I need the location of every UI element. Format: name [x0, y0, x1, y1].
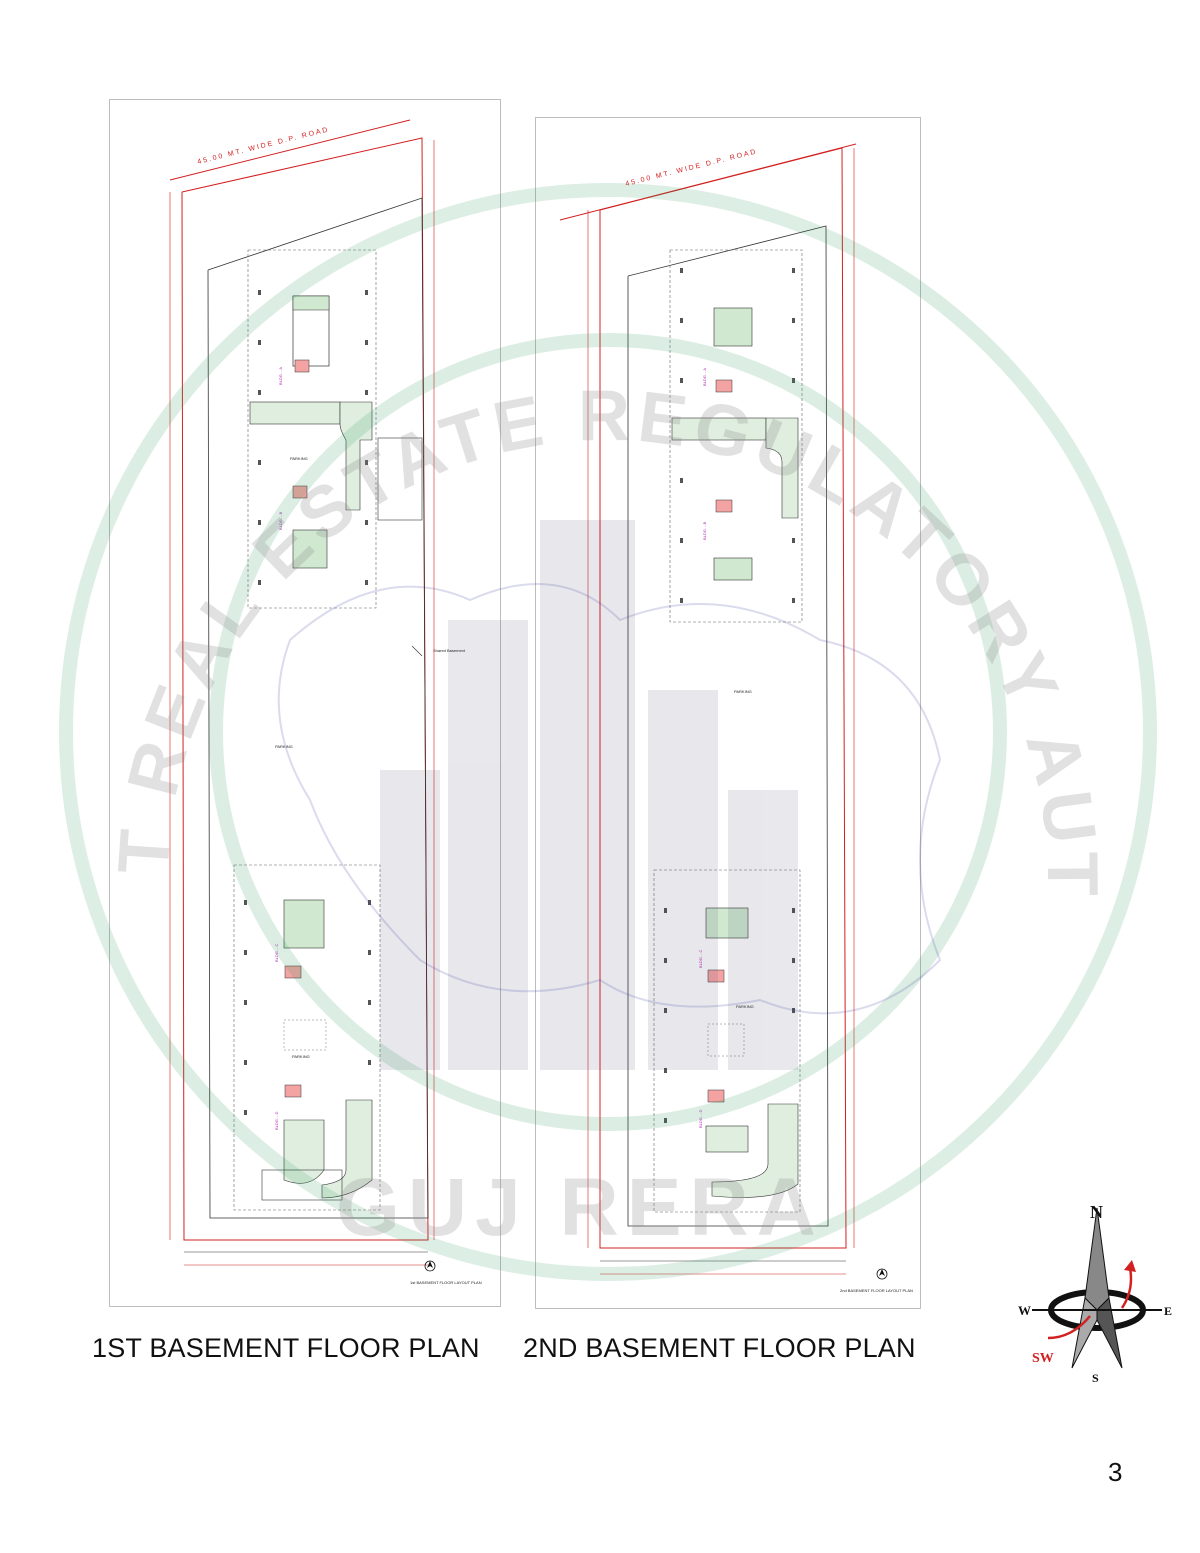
caption-1st-basement: 1ST BASEMENT FLOOR PLAN	[92, 1333, 480, 1363]
block-label-1c: BLDG. - C	[274, 943, 279, 962]
page-number: 3	[1108, 1457, 1123, 1487]
block-label-2a: BLDG. - A	[702, 368, 707, 386]
block-label-2b: BLDG. - B	[702, 521, 707, 540]
block-label-1a: BLDG. - A	[278, 367, 283, 385]
caption-2nd-basement: 2ND BASEMENT FLOOR PLAN	[523, 1333, 916, 1363]
compass-w: W	[1018, 1303, 1031, 1318]
parking-label-2-mid: PARKING	[734, 689, 752, 694]
floor-plan-1-svg: 45.00 MT. WIDE D.P. ROAD BLDG. - A BLDG.…	[169, 119, 482, 1285]
compass-s: S	[1092, 1371, 1099, 1383]
plan-drawing-2nd-basement: 45.00 MT. WIDE D.P. ROAD BLDG. - A BLDG.…	[535, 117, 921, 1309]
compass-rose-icon: N S W E SW	[1018, 1202, 1172, 1383]
floor-plan-2-svg: 45.00 MT. WIDE D.P. ROAD BLDG. - A BLDG.…	[559, 143, 913, 1293]
block-label-1d: BLDG. - D	[274, 1111, 279, 1130]
parking-label-1-bottom: PARKING	[292, 1054, 310, 1059]
compass-e: E	[1164, 1304, 1172, 1318]
compass-n: N	[1090, 1202, 1103, 1222]
parking-label-2-bottom: PARKING	[736, 1004, 754, 1009]
layout-title-1: 1st BASEMENT FLOOR LAYOUT PLAN	[410, 1280, 482, 1285]
block-label-1b: BLDG. - B	[278, 511, 283, 530]
compass-direction: SW	[1032, 1351, 1054, 1366]
road-label-2: 45.00 MT. WIDE D.P. ROAD	[625, 148, 758, 188]
block-label-2d: BLDG. - D	[698, 1109, 703, 1128]
shared-basement-note-1: Shared Basement	[433, 648, 466, 653]
parking-label-1-top: PARKING	[290, 456, 308, 461]
road-label-1: 45.00 MT. WIDE D.P. ROAD	[197, 126, 330, 166]
parking-label-1-mid: PARKING	[275, 744, 293, 749]
layout-title-2: 2nd BASEMENT FLOOR LAYOUT PLAN	[840, 1288, 913, 1293]
block-label-2c: BLDG. - C	[698, 949, 703, 968]
plan-drawing-1st-basement: 45.00 MT. WIDE D.P. ROAD BLDG. - A BLDG.…	[109, 99, 501, 1307]
